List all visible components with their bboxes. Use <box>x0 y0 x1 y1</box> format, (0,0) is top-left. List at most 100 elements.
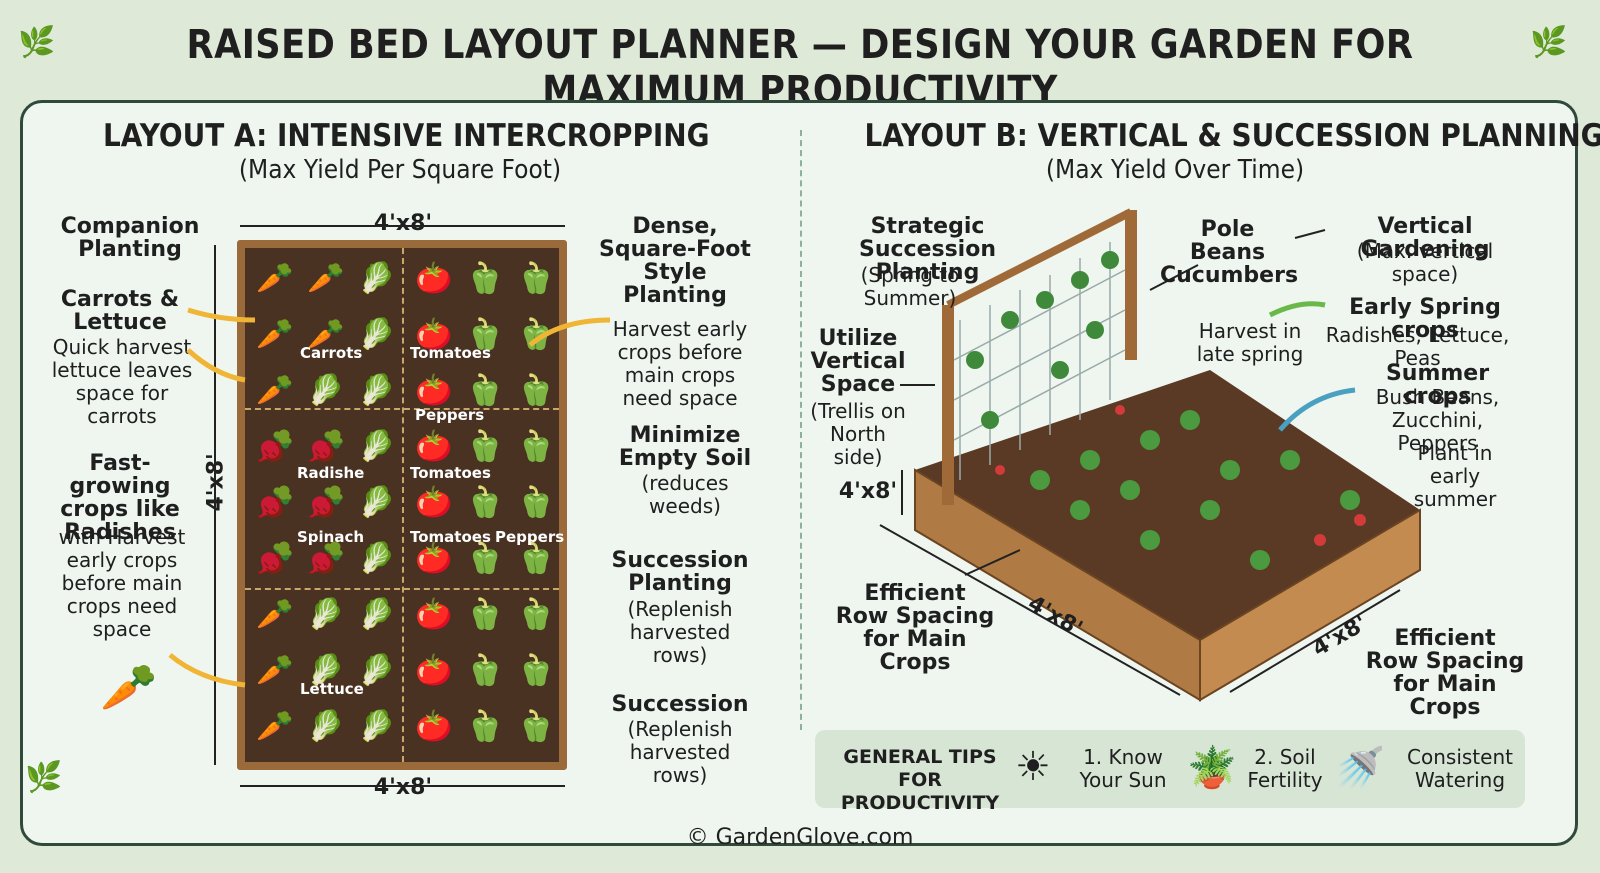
plant-icon: 🥬 <box>307 653 345 687</box>
strategic-succession-title: Strategic Succession Planting <box>858 214 997 285</box>
plant-icon: 🥕 <box>256 261 294 295</box>
bed-label-spinach: Spinach <box>297 528 365 546</box>
bed-label-tomatoes: Tomatoes <box>410 344 491 362</box>
plant-icon: 🥬 <box>307 709 345 743</box>
early-spring-title: Early Spring crops <box>1349 295 1501 343</box>
footer-credit: © GardenGlove.com <box>686 825 914 850</box>
tips-box: GENERAL TIPS FOR PRODUCTIVITY ☀ 1. Know … <box>815 730 1525 814</box>
harvest-early-label: Harvest early crops before main crops ne… <box>612 317 748 410</box>
radish-bunch-icon: 🥕 <box>100 661 158 713</box>
plant-icon: 🫑 <box>517 261 555 295</box>
leaf-decoration-icon: 🌿 <box>18 26 56 59</box>
vertical-gardening-title: Vertical Gardening <box>1360 214 1490 262</box>
plant-icon: 🫑 <box>466 653 504 687</box>
layout-a-heading: LAYOUT A: INTENSIVE INTERCROPPING <box>103 118 710 154</box>
succession-text: (Replenish harvested rows) <box>627 717 733 787</box>
plant-icon: 🥕 <box>256 373 294 407</box>
vertical-gardening-text: (Max. vertical space) <box>1356 239 1494 286</box>
plant-icon: 🫜 <box>307 485 345 519</box>
plant-icon: 🫑 <box>466 597 504 631</box>
layout-a-subheading: (Max Yield Per Square Foot) <box>238 155 562 185</box>
leaf-decoration-icon: 🌿 <box>1530 26 1568 59</box>
succession-planting-title: Succession Planting <box>611 548 749 596</box>
succession-planting-text: (Replenish harvested rows) <box>627 597 733 667</box>
plant-icon: 🍅 <box>415 261 453 295</box>
raised-bed-a: 🥕🥕🥬🍅🫑🫑🥕🥕🥬🍅🫑🫑🥕🥬🥬🍅🫑🫑🫜🫜🥬🍅🫑🫑🫜🫜🥬🍅🫑🫑🫜🫜🥬🍅🫑🫑🥕🥬🥬🍅… <box>237 240 567 770</box>
pole-beans-label: Pole Beans Cucumbers <box>1160 217 1299 288</box>
layout-b-heading: LAYOUT B: VERTICAL & SUCCESSION PLANNING <box>864 118 1600 154</box>
tip-consistent-watering: Consistent Watering <box>1407 745 1513 792</box>
harvest-late-label: Harvest in late spring <box>1196 319 1304 366</box>
plant-icon: 🥬 <box>358 373 396 407</box>
plant-icon: 🫑 <box>517 485 555 519</box>
plant-icon: 🫑 <box>517 429 555 463</box>
plant-icon: 🍅 <box>415 653 453 687</box>
utilize-vertical-text: (Trellis on North side) <box>810 399 906 469</box>
tips-heading: GENERAL TIPS FOR PRODUCTIVITY <box>840 746 1000 814</box>
plant-icon: 🥕 <box>256 653 294 687</box>
plant-icon: 🫜 <box>256 485 294 519</box>
plant-icon: 🥕 <box>307 261 345 295</box>
efficient-spacing-left: Efficient Row Spacing for Main Crops <box>835 581 995 675</box>
plant-icon: 🥬 <box>358 429 396 463</box>
plant-icon: 🥕 <box>256 317 294 351</box>
plant-icon: 🫜 <box>256 429 294 463</box>
bed-divider <box>245 588 559 590</box>
plant-icon: 🥬 <box>307 597 345 631</box>
plant-icon: 🫑 <box>466 373 504 407</box>
plant-icon: 🥬 <box>358 653 396 687</box>
section-divider <box>800 130 802 730</box>
tip-know-sun: 1. Know Your Sun <box>1079 745 1167 792</box>
strategic-succession-text: (Spring to Summer) <box>860 263 960 310</box>
dense-planting-label: Dense, Square-Foot Style Planting <box>599 214 751 308</box>
succession-title: Succession <box>611 692 749 717</box>
plant-icon: 🍅 <box>415 317 453 351</box>
plant-icon: 🥕 <box>256 597 294 631</box>
bed-label-peppers: Peppers <box>415 406 485 424</box>
early-spring-text: Radishes, Lettuce, Peas <box>1325 323 1510 370</box>
plant-icon: 🥕 <box>256 709 294 743</box>
minimize-soil-text: (reduces weeds) <box>641 471 729 518</box>
plant-icon: 🫑 <box>517 709 555 743</box>
carrots-lettuce-text: Quick harvest lettuce leaves space for c… <box>51 335 193 428</box>
layout-b-subheading: (Max Yield Over Time) <box>1045 155 1305 185</box>
plant-icon: 🫑 <box>466 709 504 743</box>
plant-icon: 🍅 <box>415 373 453 407</box>
leaf-decoration-icon: 🌿 <box>25 761 63 794</box>
plant-icon: 🍅 <box>415 485 453 519</box>
efficient-spacing-right: Efficient Row Spacing for Main Crops <box>1365 626 1525 720</box>
plant-icon: 🥬 <box>358 317 396 351</box>
soil-bag-icon: 🪴 <box>1187 746 1237 790</box>
plant-icon: 🫑 <box>517 373 555 407</box>
plant-icon: 🫑 <box>466 317 504 351</box>
plant-early-summer-label: Plant in early summer <box>1413 441 1497 511</box>
plant-icon: 🫜 <box>307 541 345 575</box>
watering-can-icon: 🚿 <box>1335 746 1385 790</box>
plant-icon: 🫑 <box>517 653 555 687</box>
plant-icon: 🥬 <box>358 485 396 519</box>
sun-icon: ☀ <box>1015 745 1051 789</box>
plant-icon: 🍅 <box>415 597 453 631</box>
plant-icon: 🥬 <box>358 597 396 631</box>
minimize-soil-title: Minimize Empty Soil <box>618 423 752 471</box>
plant-icon: 🥕 <box>307 317 345 351</box>
bed-label-tomatoes: Tomatoes <box>410 464 491 482</box>
fast-growing-text: with Harvest early crops before main cro… <box>58 525 186 641</box>
plant-icon: 🥬 <box>358 709 396 743</box>
bed-label-carrots: Carrots <box>300 344 363 362</box>
bed-width-label: 4'x8' <box>373 211 433 236</box>
plant-icon: 🫑 <box>517 597 555 631</box>
page-title: RAISED BED LAYOUT PLANNER — DESIGN YOUR … <box>186 22 1414 114</box>
bed-label-lettuce: Lettuce <box>300 680 364 698</box>
plant-icon: 🫑 <box>517 541 555 575</box>
plant-icon: 🥬 <box>358 261 396 295</box>
fast-growing-title: Fast-growing crops like Radishes <box>60 451 180 545</box>
bed-width-label-bottom: 4'x8' <box>373 775 433 800</box>
companion-label: Companion Planting <box>60 214 200 262</box>
bed-divider <box>245 408 559 410</box>
plant-icon: 🫑 <box>466 429 504 463</box>
plant-icon: 🥬 <box>358 541 396 575</box>
tip-soil-fertility: 2. Soil Fertility <box>1247 745 1323 792</box>
plant-icon: 🫜 <box>307 429 345 463</box>
plant-icon: 🫑 <box>466 261 504 295</box>
